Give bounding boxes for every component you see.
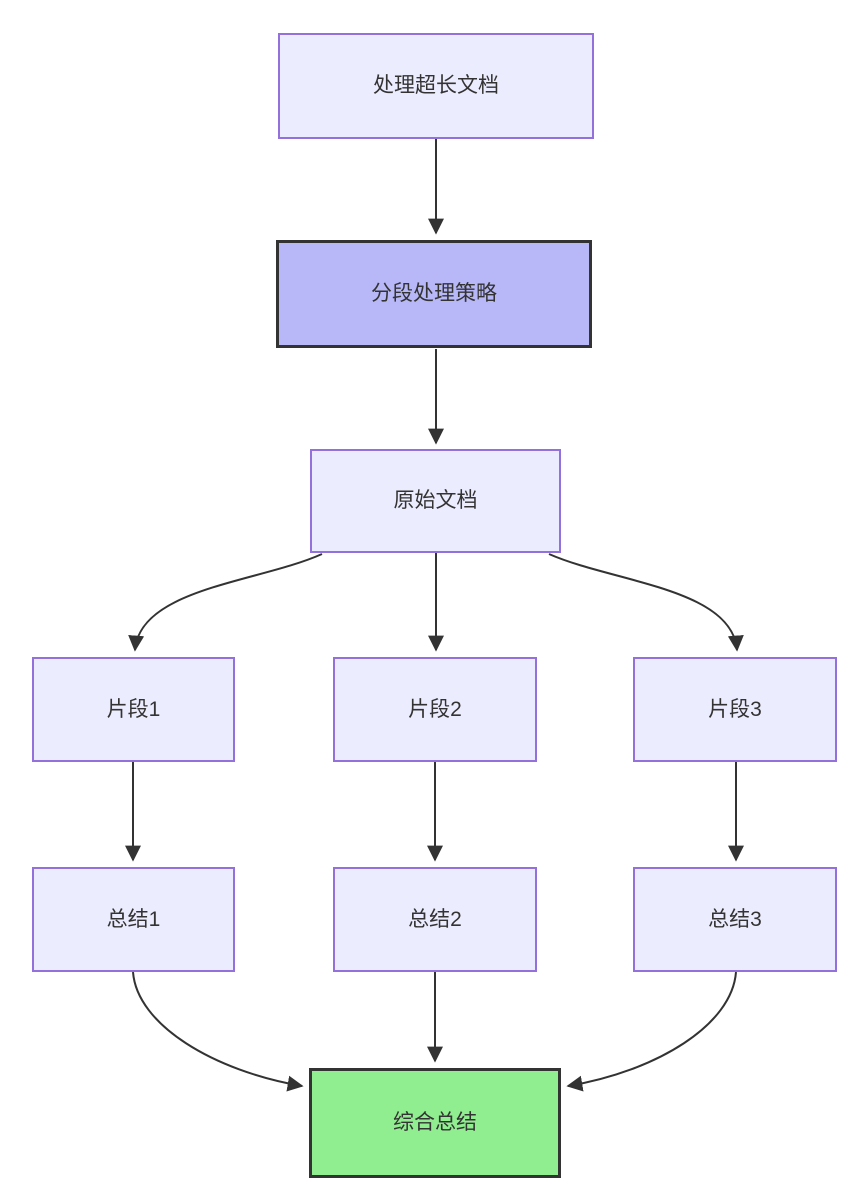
edge-original-to-frag3 [548,553,744,652]
node-label: 总结2 [408,907,462,931]
node-process-long-document: 处理超长文档 [278,33,594,139]
node-label: 片段1 [106,697,161,721]
edge-original-to-frag1 [128,553,323,652]
node-label: 片段3 [708,697,762,721]
node-label: 原始文档 [393,489,478,513]
edge-sum1-to-final [132,971,304,1092]
node-summary-1: 总结1 [32,867,235,972]
node-fragment-3: 片段3 [633,657,837,762]
node-label: 综合总结 [393,1111,477,1135]
node-label: 总结3 [708,907,762,931]
node-label: 分段处理策略 [371,282,497,306]
node-segmentation-strategy: 分段处理策略 [276,240,592,348]
node-label: 总结1 [106,907,161,931]
node-summary-2: 总结2 [333,867,537,972]
node-label: 处理超长文档 [373,74,499,98]
node-fragment-1: 片段1 [32,657,235,762]
node-final-summary: 综合总结 [309,1068,561,1178]
node-label: 片段2 [408,697,462,721]
node-fragment-2: 片段2 [333,657,537,762]
node-original-document: 原始文档 [310,449,561,553]
node-summary-3: 总结3 [633,867,837,972]
edge-sum3-to-final [566,971,737,1092]
